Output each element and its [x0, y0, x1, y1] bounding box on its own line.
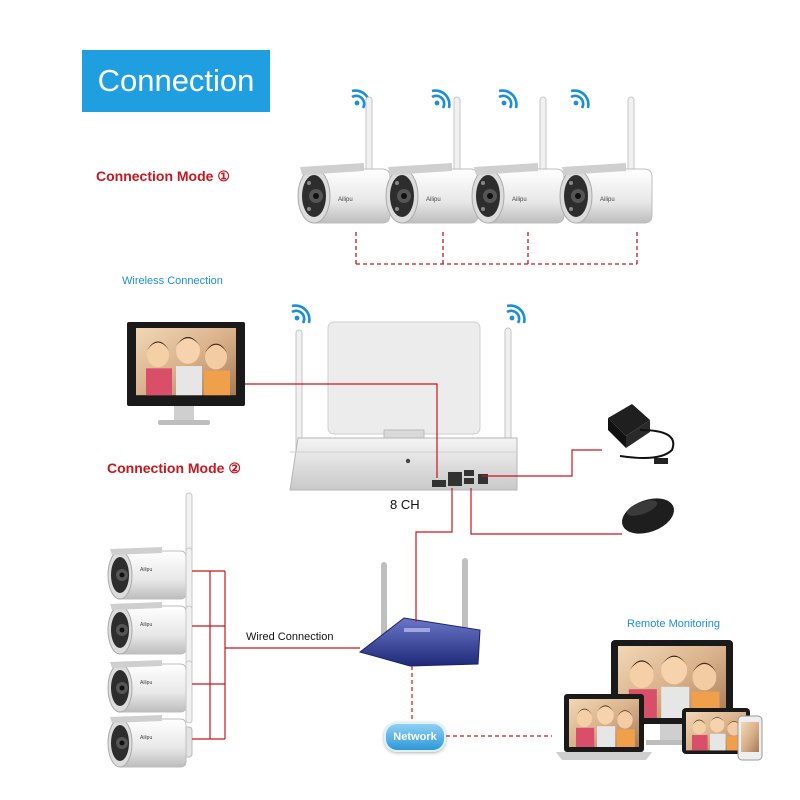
wifi-icon — [290, 304, 311, 325]
wired-connection-label: Wired Connection — [246, 631, 334, 643]
wireless-connection-label: Wireless Connection — [122, 275, 223, 287]
power-adapter-icon — [608, 404, 675, 464]
wifi-icon — [430, 89, 451, 110]
connection-mode-2-label: Connection Mode ② — [107, 460, 241, 476]
wired-link-line — [192, 383, 622, 740]
page-title: Connection — [82, 50, 270, 112]
network-link-line — [411, 666, 552, 737]
nvr-icon — [289, 321, 518, 491]
tablet-icon — [682, 708, 750, 754]
monitor-icon — [127, 322, 245, 425]
camera-icon — [107, 492, 193, 600]
wifi-icon — [505, 304, 526, 325]
camera-icon — [559, 96, 653, 224]
laptop-icon — [556, 694, 652, 760]
mouse-icon — [622, 498, 674, 534]
wifi-icon — [569, 89, 590, 110]
wifi-icon — [497, 89, 518, 110]
camera-icon — [471, 96, 565, 224]
remote-monitoring-label: Remote Monitoring — [627, 618, 720, 630]
camera-icon — [297, 96, 391, 224]
wireless-link-line — [355, 232, 638, 265]
network-badge: Network — [384, 722, 446, 752]
camera-icon — [385, 96, 479, 224]
nvr-channel-label: 8 CH — [390, 497, 420, 512]
phone-icon — [737, 715, 763, 761]
router-icon — [358, 558, 481, 667]
connection-mode-1-label: Connection Mode ① — [96, 168, 230, 184]
